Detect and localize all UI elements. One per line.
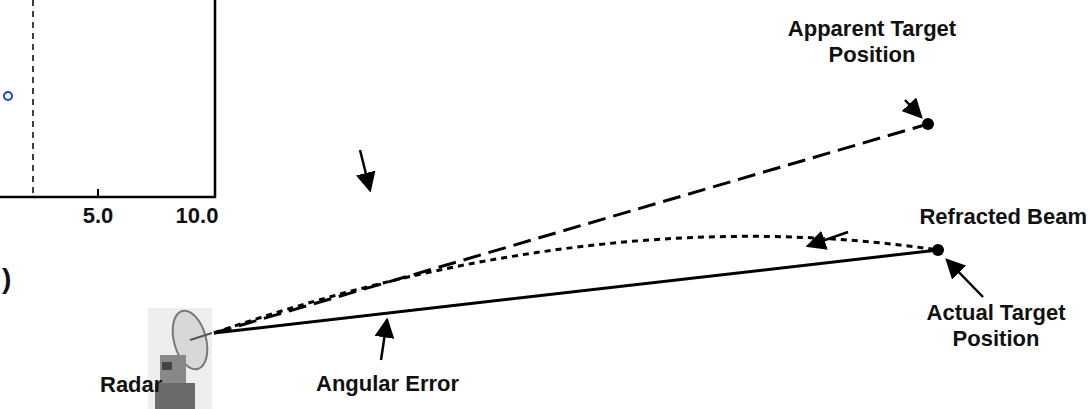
callout-label: Apparent Target Position xyxy=(772,16,972,69)
refracted-beam xyxy=(214,236,938,333)
target-dot xyxy=(932,244,944,256)
callout-label: Angular Error xyxy=(316,371,459,397)
callout-label: Refracted Beam xyxy=(919,204,1087,230)
callout-label: Radar xyxy=(100,372,162,398)
direct-line xyxy=(214,250,938,333)
tick-label: 5.0 xyxy=(78,203,118,229)
chart-fragment xyxy=(0,0,215,197)
target-dot xyxy=(922,118,934,130)
callout-label: Actual Target Position xyxy=(906,300,1086,353)
tick-label: 10.0 xyxy=(170,203,224,229)
axis-label-fragment: ) xyxy=(2,262,22,296)
apparent-beam xyxy=(214,124,928,333)
leader-arrows xyxy=(360,100,983,360)
